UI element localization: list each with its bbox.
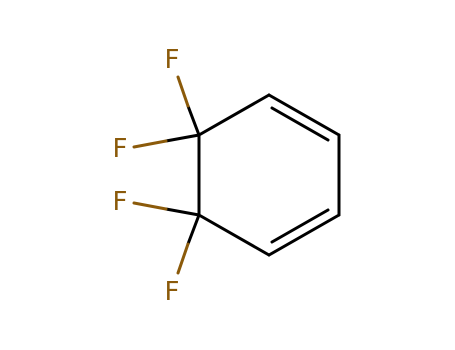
fluorine-atom-label-3: F [113,187,128,217]
ring-bond-c4-c5 [267,213,341,257]
fluorine-atom-label-4: F [165,277,180,307]
bond-c1-f2-carbon-part [164,133,201,143]
bond-c6-f3-carbon-part [164,207,201,217]
bond-c1-f1-carbon-part [186,104,201,137]
bond-c1-f2-fluorine-part [132,139,168,149]
bond-c6-f4-fluorine-part [176,242,190,275]
ring-bond-c2-c3 [267,93,341,137]
bond-c6-f4-carbon-part [186,213,201,246]
bond-c1-f1-fluorine-part [176,75,190,108]
ring-bond-c4-c5-double-inner [270,208,330,244]
ring-bond-c2-c3-double-inner [270,106,330,142]
bond-c6-f3-fluorine-part [132,201,168,211]
fluorine-atom-label-2: F [113,134,128,164]
fluorine-atom-label-1: F [165,45,180,75]
ring-bond-c1-c2 [197,93,271,137]
ring-bond-c5-c6 [197,213,271,257]
